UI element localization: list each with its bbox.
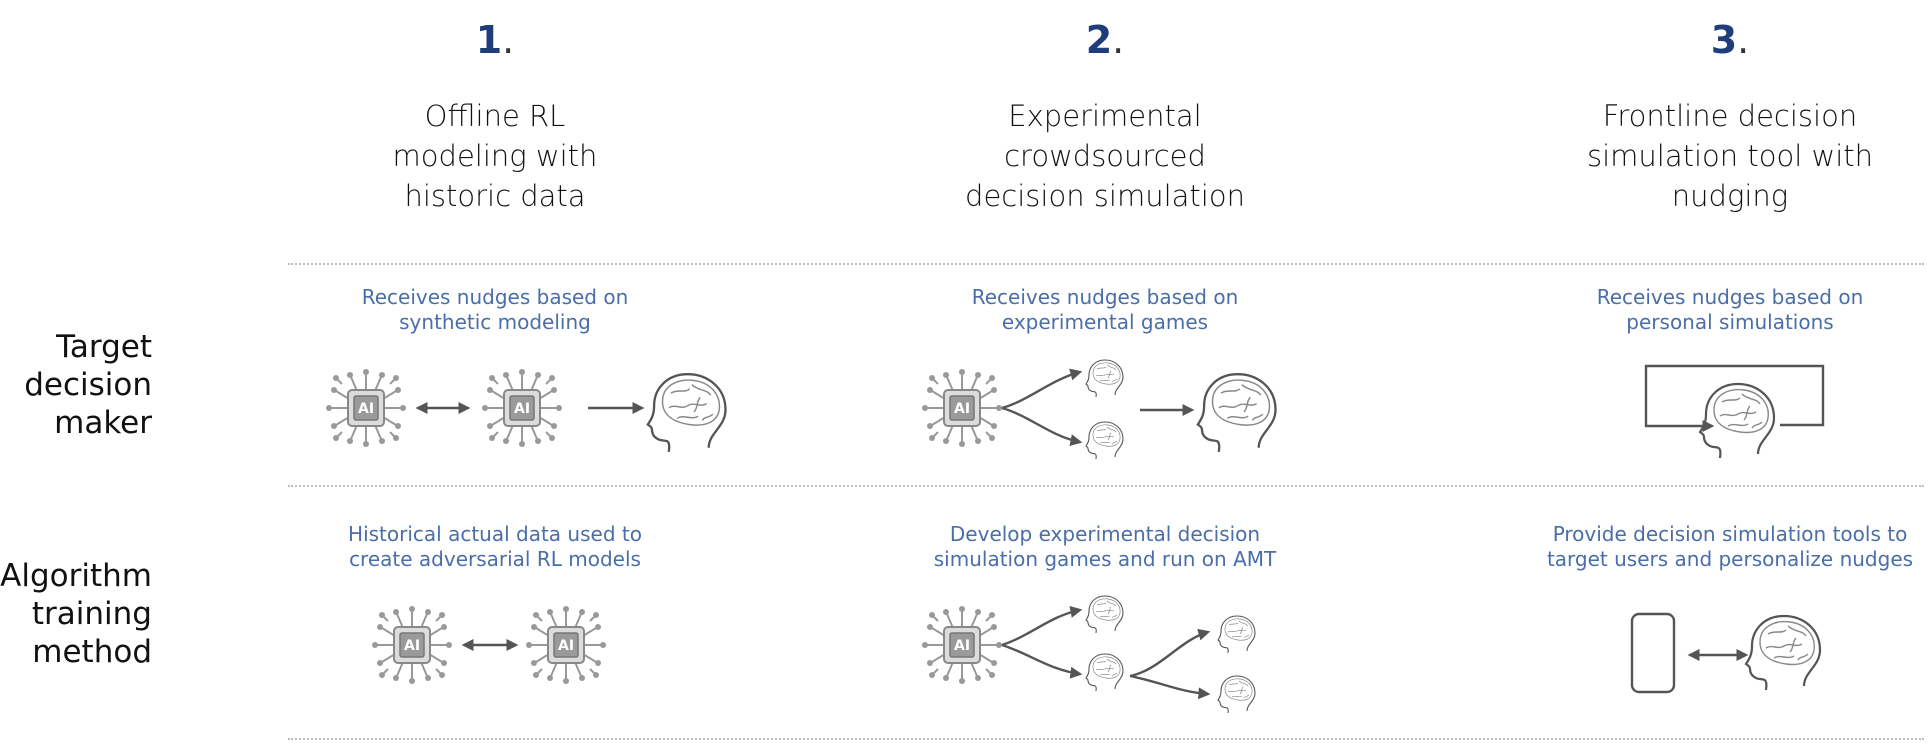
svg-text:AI: AI <box>558 638 574 654</box>
feedback-loop-arrow <box>1644 364 1825 432</box>
column-2-number: 2. <box>1085 18 1125 62</box>
column-1-number: 1. <box>475 18 515 62</box>
brain-head-icon <box>1085 421 1124 460</box>
brain-head-icon <box>1217 615 1256 654</box>
svg-text:AI: AI <box>954 638 970 654</box>
ai-chip-icon: AI <box>371 605 453 685</box>
ai-chip-icon: AI <box>921 368 1003 448</box>
ai-chip-label: AI <box>358 401 374 417</box>
arrow-branch-down <box>1001 406 1083 446</box>
brain-head-icon <box>1698 382 1776 460</box>
phone-device-icon <box>1630 612 1676 694</box>
ai-chip-icon: AI <box>325 368 407 448</box>
separator-top <box>288 263 1924 265</box>
arrow-branch-down-2 <box>1129 674 1211 700</box>
brain-head-icon <box>1744 614 1822 692</box>
arrow-branch-down <box>1001 643 1083 679</box>
arrow-branch-up-2 <box>1129 628 1211 678</box>
column-3-number: 3. <box>1710 18 1750 62</box>
arrow-branch-up <box>1001 368 1083 410</box>
brain-head-icon <box>1196 373 1277 454</box>
brain-head-icon <box>1085 653 1124 692</box>
separator-bottom <box>288 738 1924 740</box>
brain-head-icon <box>1085 359 1124 398</box>
ai-chip-icon: AI <box>481 368 563 448</box>
svg-text:AI: AI <box>954 401 970 417</box>
brain-head-icon <box>1217 675 1256 714</box>
svg-text:AI: AI <box>514 401 530 417</box>
brain-head-icon <box>646 373 727 454</box>
svg-text:AI: AI <box>404 638 420 654</box>
ai-chip-icon: AI <box>525 605 607 685</box>
arrow-branch-up <box>1001 606 1083 647</box>
brain-head-icon <box>1085 595 1124 634</box>
separator-middle <box>288 485 1924 487</box>
ai-chip-icon: AI <box>921 605 1003 685</box>
